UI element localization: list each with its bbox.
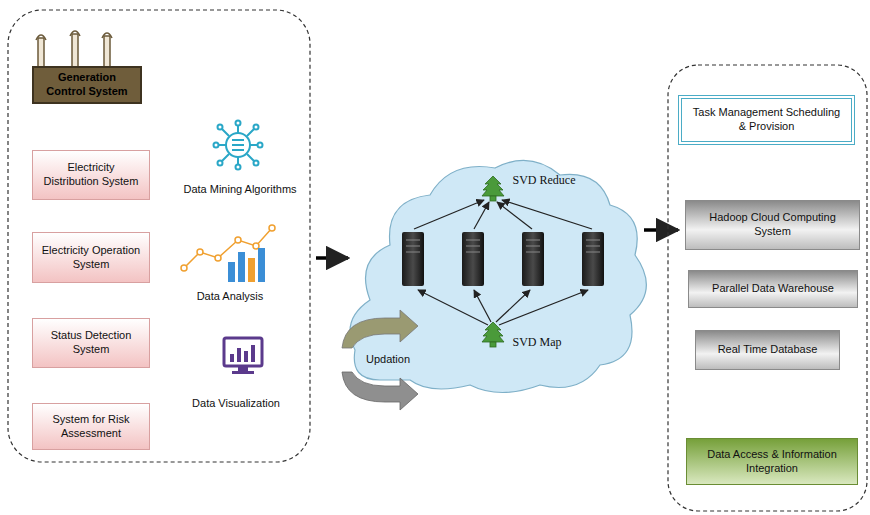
monitor-icon (224, 338, 262, 374)
stage-label: SVD Reduce (513, 173, 576, 187)
chimney-symbol (36, 31, 112, 67)
system-box: Status Detection System (32, 318, 150, 368)
data-analysis-icon (181, 225, 275, 282)
cloud-shape (350, 160, 646, 392)
box-text: Real Time Database (718, 343, 818, 357)
box-text: Data Access & Information Integration (695, 448, 849, 476)
icon-caption: Data Mining Algorithms (183, 183, 296, 196)
svd-icon (482, 176, 504, 347)
icon-caption: Data Analysis (197, 290, 264, 303)
server-symbol (402, 232, 604, 286)
panel-outline (8, 10, 310, 462)
flow-arrow (644, 228, 678, 232)
platform-box: Real Time Database (695, 330, 840, 370)
box-text: System for Risk Assessment (39, 413, 143, 441)
box-text: Electricity Operation System (39, 244, 143, 272)
box-text: Parallel Data Warehouse (712, 282, 834, 296)
system-box: Electricity Distribution System (32, 150, 150, 200)
stage-label: SVD Map (512, 335, 561, 349)
box-text: Hadoop Cloud Computing System (694, 211, 851, 239)
box-text: Generation Control System (40, 71, 134, 99)
task-box: Task Management Scheduling & Provision (678, 95, 855, 145)
system-box: System for Risk Assessment (32, 403, 150, 450)
data-mining-icon (214, 121, 263, 170)
system-box: Electricity Operation System (32, 232, 150, 283)
platform-box: Hadoop Cloud Computing System (685, 200, 860, 250)
panel-outline (668, 65, 867, 511)
icon-caption: Data Visualization (192, 397, 280, 410)
generation-box: Generation Control System (32, 66, 142, 104)
cycle-label: Updation (366, 353, 410, 366)
box-text: Electricity Distribution System (39, 161, 143, 189)
flow-arrow (316, 256, 348, 260)
box-text: Task Management Scheduling & Provision (690, 106, 843, 134)
flow-line (414, 200, 592, 325)
access-box: Data Access & Information Integration (686, 438, 858, 485)
box-text: Status Detection System (39, 329, 143, 357)
platform-box: Parallel Data Warehouse (688, 270, 858, 308)
update-arrows (342, 310, 418, 410)
